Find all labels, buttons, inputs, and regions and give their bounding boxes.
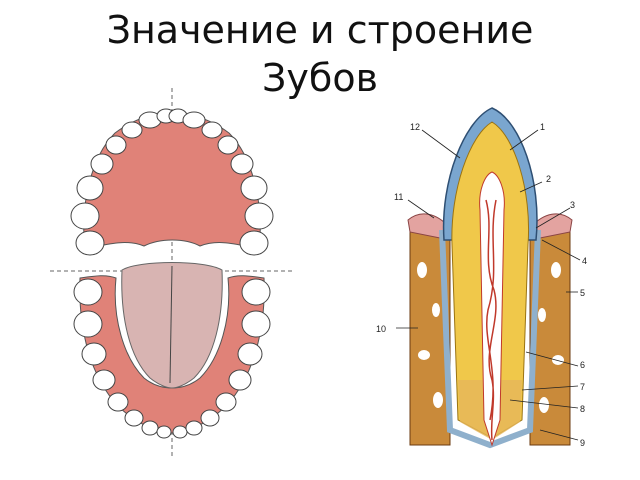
label-1: 1 — [540, 122, 545, 132]
label-12: 12 — [410, 122, 420, 132]
label-10: 10 — [376, 324, 386, 334]
dental-arches-illustration — [50, 88, 295, 456]
label-5: 5 — [580, 288, 585, 298]
leader-lines — [396, 129, 581, 441]
tongue — [121, 262, 223, 389]
label-6: 6 — [580, 360, 585, 370]
label-8: 8 — [580, 404, 585, 414]
page-title: Значение и строение Зубов — [0, 6, 640, 102]
label-3: 3 — [570, 200, 575, 210]
pulp-cavity — [479, 171, 505, 447]
label-4: 4 — [582, 256, 587, 266]
tooth-cross-section: 12 1 2 3 11 4 5 10 6 7 8 9 — [376, 107, 587, 449]
label-7: 7 — [580, 382, 585, 392]
lower-teeth — [73, 278, 271, 439]
label-11: 11 — [394, 192, 403, 202]
title-line-2: Зубов — [262, 56, 378, 100]
tongue-midline — [169, 265, 173, 384]
pulp-vessels — [485, 199, 497, 441]
label-9: 9 — [580, 438, 585, 448]
label-2: 2 — [546, 174, 551, 184]
upper-palate — [83, 112, 261, 249]
title-line-1: Значение и строение — [106, 8, 534, 52]
bone-pores — [417, 262, 564, 413]
upper-teeth — [70, 108, 274, 256]
periodontium — [439, 229, 541, 449]
